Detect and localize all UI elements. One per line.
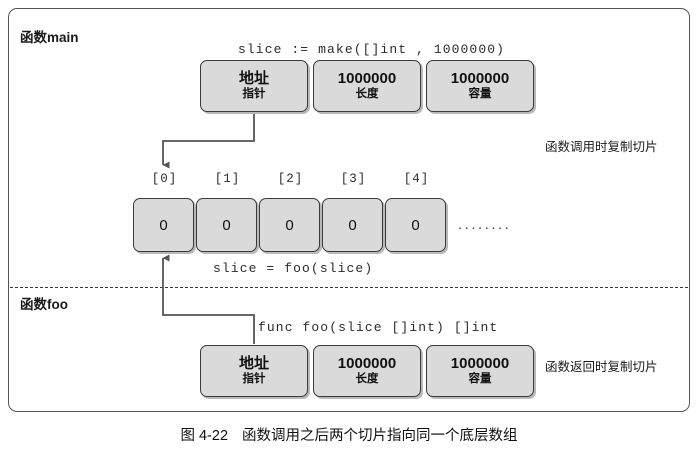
slice-field-value: 1000000 <box>450 355 510 373</box>
array-index-3: [3] <box>340 172 367 186</box>
slice-field-pointer-main: 地址 指针 <box>200 60 308 112</box>
array-index-4: [4] <box>403 172 430 186</box>
slice-field-name: 容量 <box>468 87 492 100</box>
array-cell: 0 <box>133 198 194 252</box>
array-cell: 0 <box>322 198 383 252</box>
slice-field-value: 1000000 <box>450 70 510 88</box>
slice-field-pointer-foo: 地址 指针 <box>200 345 308 397</box>
slice-field-name: 指针 <box>242 87 266 100</box>
figure-caption: 图 4-22 函数调用之后两个切片指向同一个底层数组 <box>0 424 698 445</box>
code-assign-statement: slice = foo(slice) <box>213 261 374 276</box>
array-cell: 0 <box>196 198 257 252</box>
figure-caption-number: 图 4-22 <box>180 428 229 444</box>
slice-header-main: 地址 指针 1000000 长度 1000000 容量 <box>200 60 534 112</box>
slice-field-value: 地址 <box>238 70 269 88</box>
section-label-main: 函数main <box>20 30 79 45</box>
array-index-0: [0] <box>151 172 178 186</box>
slice-field-length-foo: 1000000 长度 <box>313 345 421 397</box>
figure-caption-text: 函数调用之后两个切片指向同一个底层数组 <box>242 428 518 444</box>
array-cell: 0 <box>385 198 446 252</box>
array-index-1: [1] <box>214 172 241 186</box>
slice-field-value: 1000000 <box>337 355 397 373</box>
slice-field-name: 容量 <box>468 372 492 385</box>
slice-field-name: 指针 <box>242 372 266 385</box>
backing-array-row: 0 0 0 0 0 <box>133 198 446 252</box>
slice-field-capacity-main: 1000000 容量 <box>426 60 534 112</box>
scope-divider <box>10 287 688 288</box>
array-index-2: [2] <box>277 172 304 186</box>
code-func-signature: func foo(slice []int) []int <box>258 320 499 335</box>
note-copy-on-call: 函数调用时复制切片 <box>545 140 658 154</box>
slice-field-name: 长度 <box>355 87 379 100</box>
array-index-row: [0] [1] [2] [3] [4] <box>133 172 448 186</box>
section-label-foo: 函数foo <box>20 297 68 312</box>
array-cell: 0 <box>259 198 320 252</box>
slice-field-value: 地址 <box>238 355 269 373</box>
array-ellipsis: ........ <box>458 216 512 233</box>
slice-field-length-main: 1000000 长度 <box>313 60 421 112</box>
slice-field-capacity-foo: 1000000 容量 <box>426 345 534 397</box>
slice-field-value: 1000000 <box>337 70 397 88</box>
code-make-statement: slice := make([]int , 1000000) <box>238 42 506 57</box>
slice-header-foo: 地址 指针 1000000 长度 1000000 容量 <box>200 345 534 397</box>
note-copy-on-return: 函数返回时复制切片 <box>545 360 658 374</box>
slice-field-name: 长度 <box>355 372 379 385</box>
